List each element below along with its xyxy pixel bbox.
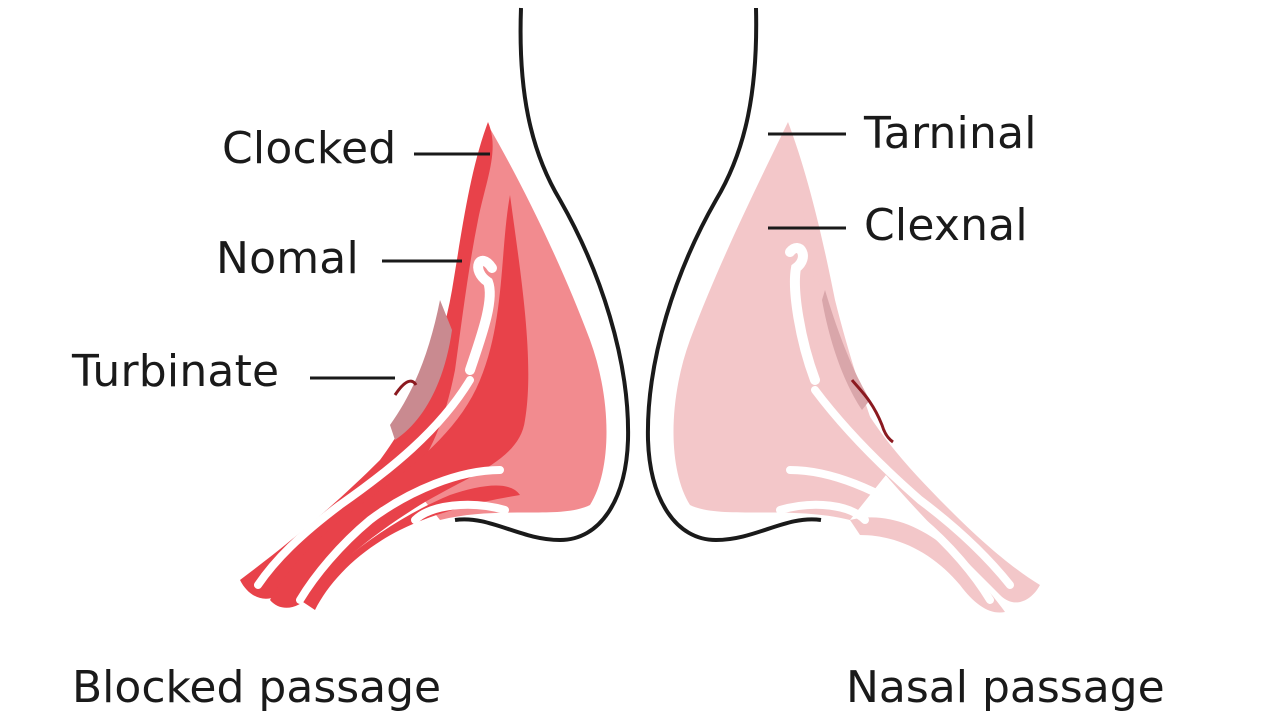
blocked-nostril	[240, 122, 607, 610]
label-clexnal: Clexnal	[864, 200, 1028, 251]
blocked-tissue-lower	[300, 485, 520, 610]
normal-nostril	[673, 122, 1040, 613]
blocked-tissue-inner	[270, 195, 529, 608]
label-tarninal: Tarninal	[864, 108, 1037, 159]
nose-outline	[454, 7, 822, 543]
blocked-groove-3	[411, 500, 509, 524]
label-clocked: Clocked	[222, 123, 397, 174]
normal-groove-2	[786, 466, 994, 604]
blocked-shadow	[390, 300, 452, 440]
normal-shadow	[822, 290, 870, 410]
normal-groove-1	[811, 386, 1014, 589]
blocked-groove-2	[296, 466, 504, 604]
blocked-lesion	[393, 379, 418, 396]
normal-lesion	[850, 379, 894, 444]
blocked-groove-1	[254, 376, 474, 589]
caption-blocked-passage: Blocked passage	[72, 662, 442, 713]
label-turbinate: Turbinate	[72, 346, 280, 397]
normal-groove-3	[776, 500, 869, 524]
caption-nasal-passage: Nasal passage	[846, 662, 1165, 713]
normal-hook	[785, 243, 820, 385]
normal-fill	[673, 122, 890, 520]
blocked-hook	[465, 255, 497, 375]
normal-tissue-outer	[800, 180, 1040, 603]
normal-tissue-lower	[850, 517, 1005, 613]
label-nomal: Nomal	[216, 233, 359, 284]
